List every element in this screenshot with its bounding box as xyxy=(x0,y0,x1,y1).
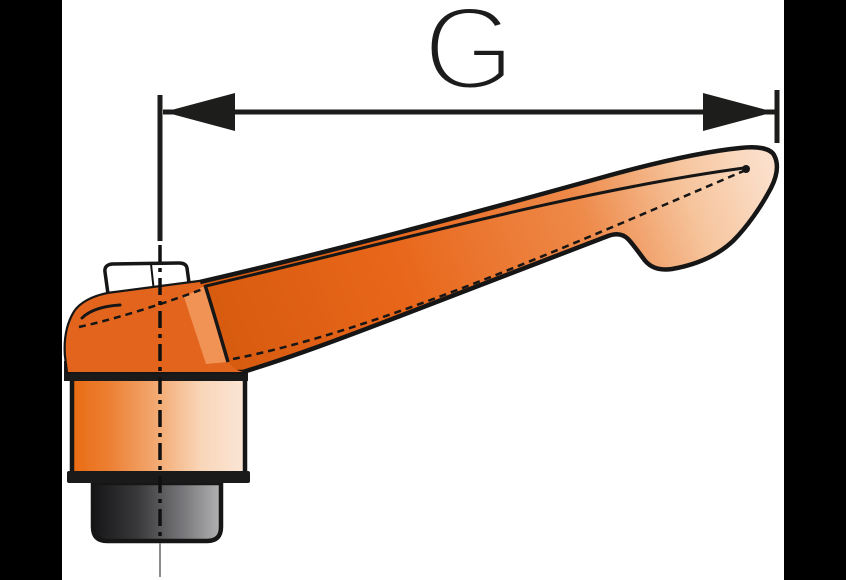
arm-parting-line xyxy=(232,168,747,361)
dimension-g: G xyxy=(157,0,780,241)
letterbox-right xyxy=(784,0,846,580)
dome-arm-facet-line xyxy=(203,284,230,363)
dome-parting-line xyxy=(78,287,204,329)
letterbox-left xyxy=(0,0,62,580)
dome-highlight-arc xyxy=(80,303,122,320)
lever-handle-body xyxy=(63,145,780,375)
dimension-arrow-right xyxy=(703,93,774,131)
dimension-arrow-left xyxy=(164,93,235,131)
threaded-bushing xyxy=(90,480,224,544)
dome-chamfer-wedge xyxy=(184,286,228,364)
dimension-label-g: G xyxy=(423,0,515,115)
arm-ridge-line xyxy=(204,166,746,288)
clamp-cap xyxy=(103,261,192,297)
